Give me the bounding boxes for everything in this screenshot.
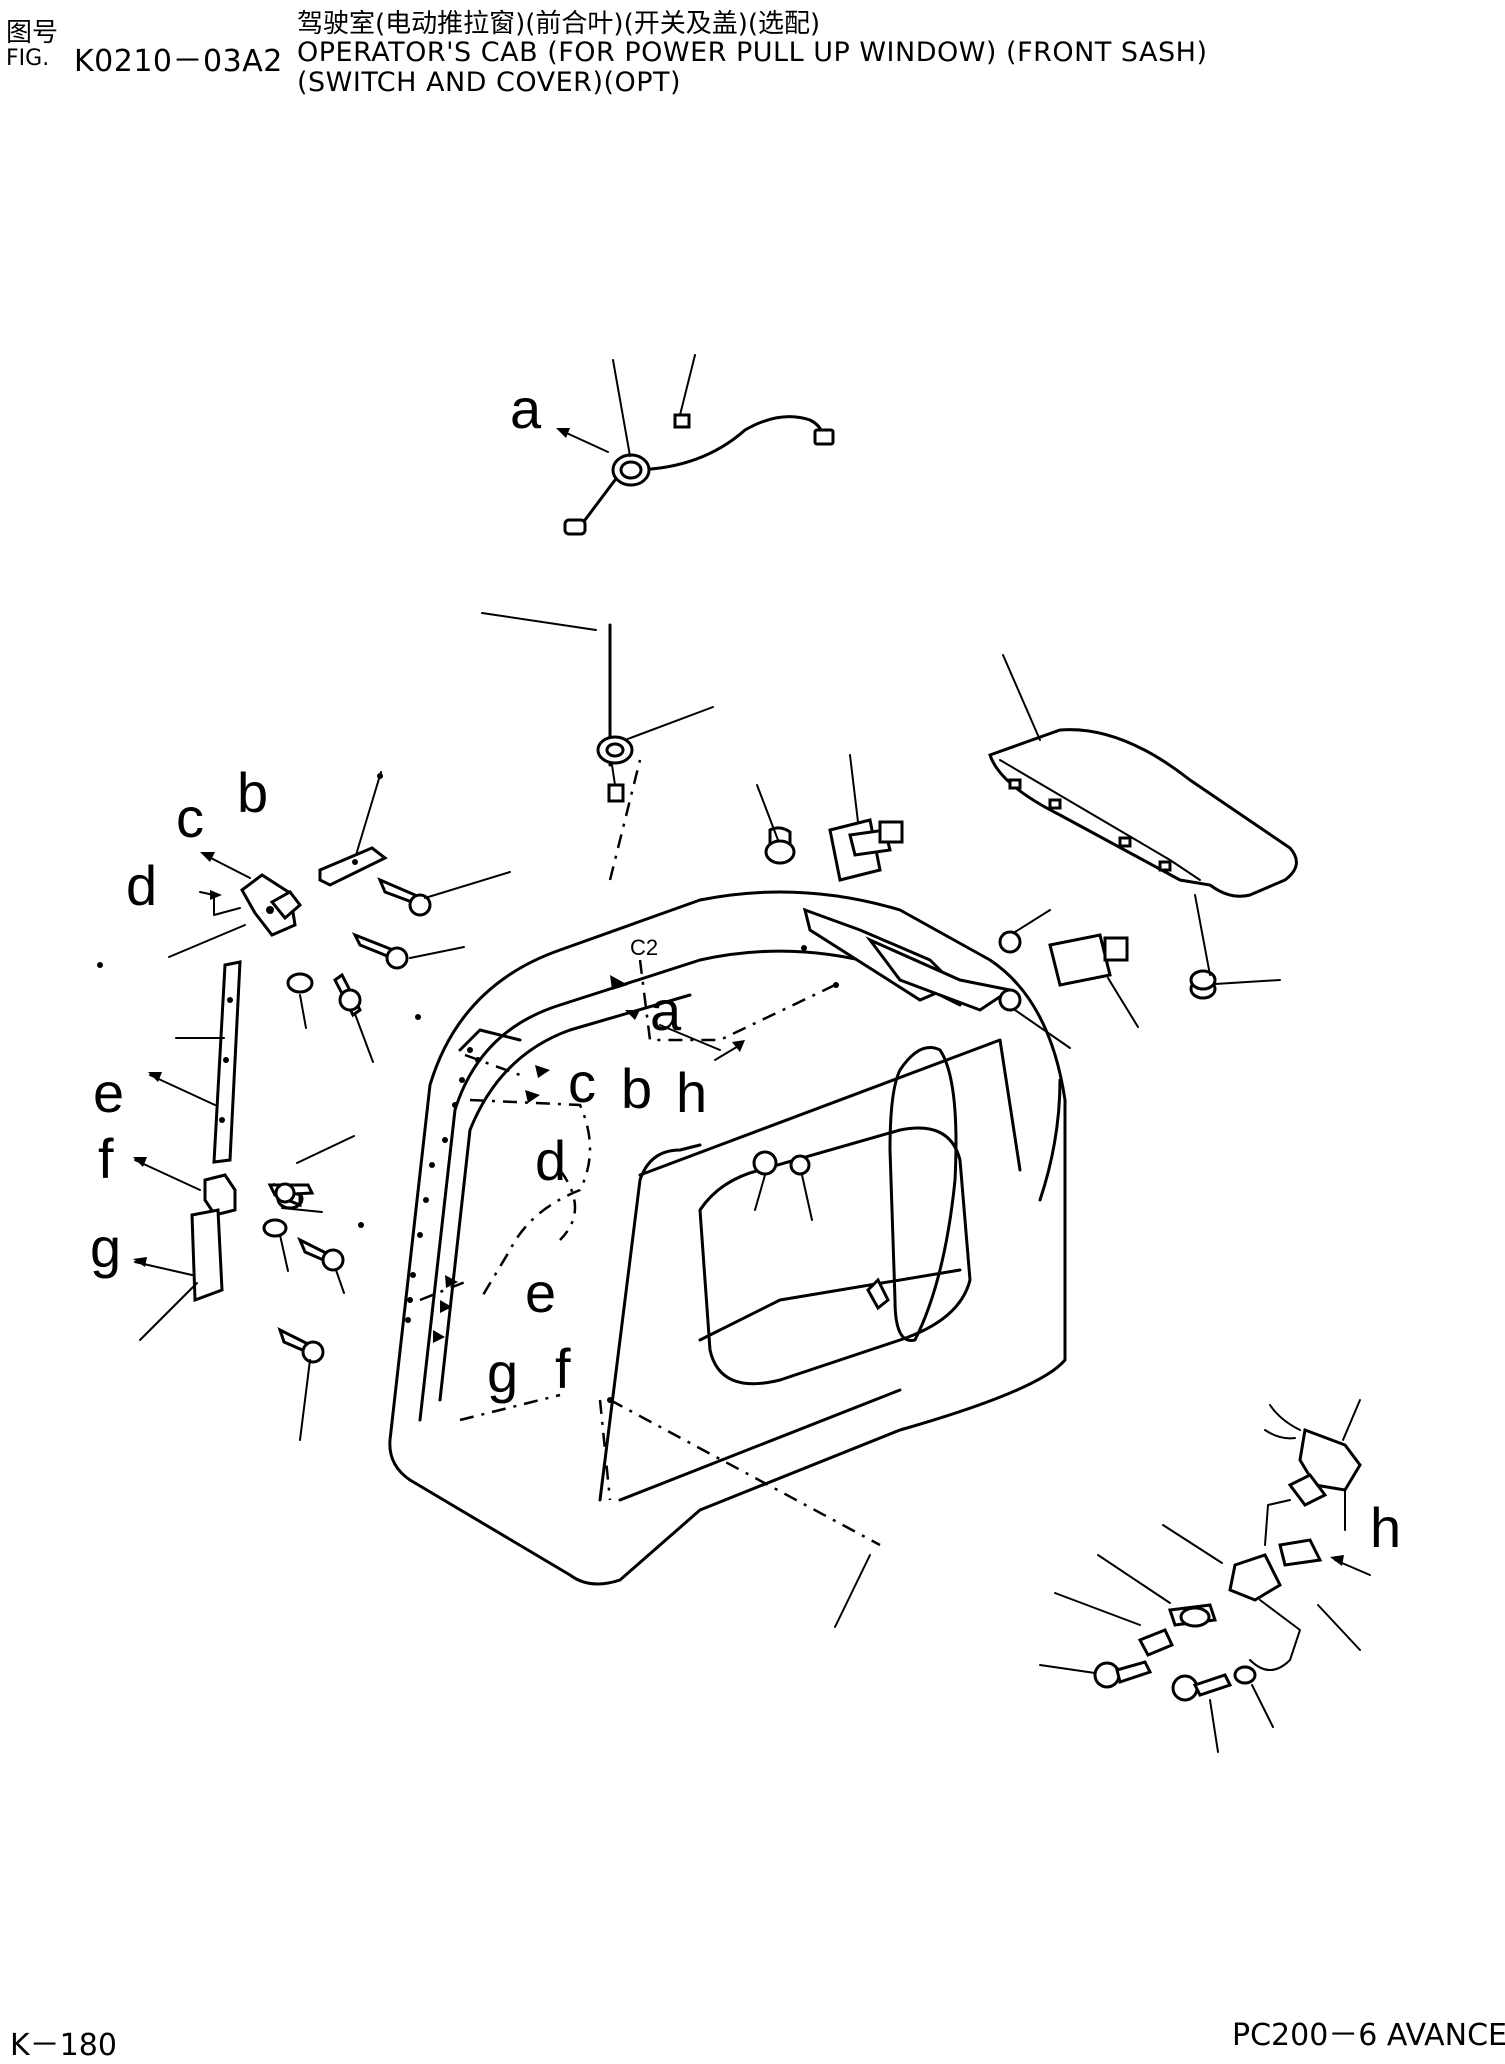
page-number: K－180: [10, 2028, 117, 2063]
cab-frame: [388, 890, 1067, 1586]
callout-b-left: b: [237, 761, 268, 824]
title-chinese: 驾驶室(电动推拉窗)(前合叶)(开关及盖)(选配): [297, 9, 821, 39]
callout-c-cab: c: [568, 1051, 596, 1114]
callout-labels: a b c d e f g a c b h d e f g h C2: [90, 377, 1401, 1559]
callout-h-cab: h: [676, 1061, 707, 1124]
callout-d-left: d: [126, 854, 157, 917]
wiring-harness: [563, 413, 835, 803]
stray-marks: [97, 773, 421, 1228]
callout-g-cab: g: [487, 1341, 518, 1404]
machine-model: PC200－6 AVANCE: [1232, 2018, 1505, 2053]
fig-label-cn: 图号: [6, 18, 59, 48]
callout-b-cab: b: [621, 1057, 652, 1120]
upper-hinge-assembly: [190, 846, 432, 1364]
callout-arrows: [133, 428, 1371, 1576]
callout-f-cab: f: [555, 1337, 571, 1400]
front-cover: [988, 728, 1298, 1000]
cab-mark: C2: [630, 935, 658, 960]
title-english-line-2: (SWITCH AND COVER)(OPT): [297, 67, 682, 98]
callout-a-cab: a: [650, 979, 682, 1042]
center-latch-parts: [752, 818, 1129, 1311]
callout-c-left: c: [176, 786, 204, 849]
callout-h-switch: h: [1370, 1496, 1401, 1559]
switch-assembly: [1093, 1404, 1362, 1702]
title-english-line-1: OPERATOR'S CAB (FOR POWER PULL UP WINDOW…: [297, 37, 1208, 68]
callout-e-left: e: [93, 1061, 124, 1124]
callout-f-left: f: [98, 1127, 114, 1190]
callout-a-top: a: [510, 377, 542, 440]
fig-label-en: FIG.: [6, 46, 50, 71]
callout-g-left: g: [90, 1216, 121, 1279]
callout-d-cab: d: [535, 1129, 566, 1192]
figure-number: K0210－03A2: [74, 44, 283, 79]
dashed-leaders: [419, 759, 881, 1547]
part-leader-lines: [139, 354, 1361, 1753]
callout-e-cab: e: [525, 1261, 556, 1324]
